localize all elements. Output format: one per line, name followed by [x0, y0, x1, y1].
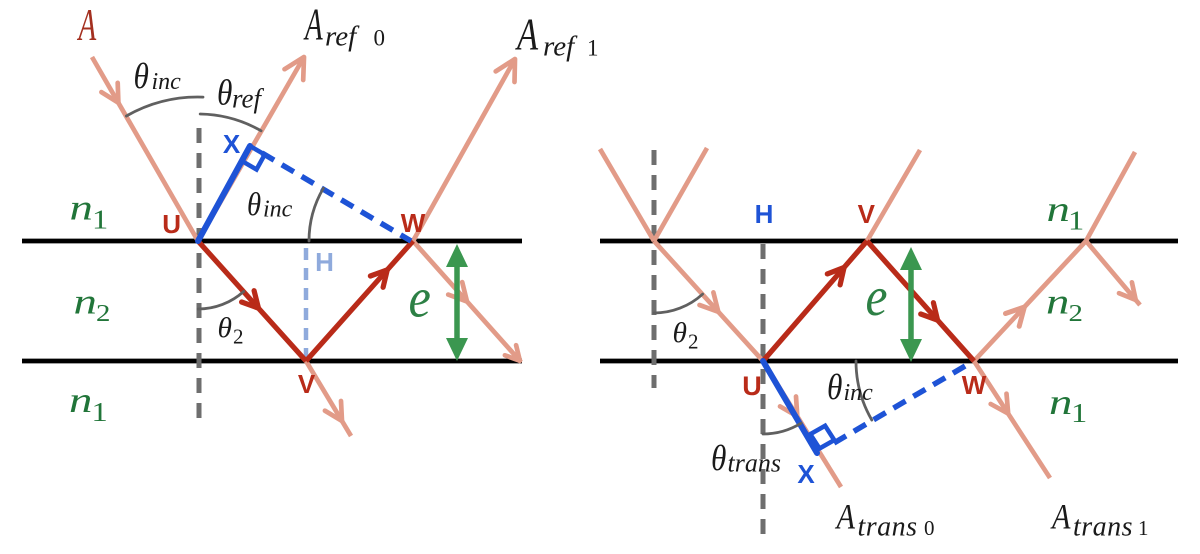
svg-text:θ: θ [134, 57, 149, 96]
svg-text:2: 2 [233, 325, 244, 349]
svg-text:n: n [1047, 190, 1070, 230]
svg-text:θ: θ [217, 74, 232, 113]
svg-text:U: U [162, 209, 181, 239]
svg-text:n: n [70, 188, 93, 228]
svg-text:A: A [835, 497, 856, 537]
svg-text:trans: trans [728, 449, 781, 478]
svg-text:inc: inc [263, 197, 293, 223]
svg-text:e: e [409, 267, 431, 329]
svg-text:θ: θ [827, 368, 842, 407]
svg-text:0: 0 [924, 516, 935, 540]
svg-text:θ: θ [711, 439, 726, 478]
svg-text:1: 1 [587, 36, 599, 61]
svg-text:H: H [315, 247, 334, 277]
svg-text:θ: θ [218, 313, 232, 344]
svg-text:2: 2 [1069, 299, 1083, 326]
svg-text:trans: trans [858, 512, 918, 543]
svg-text:1: 1 [1071, 398, 1087, 428]
svg-text:0: 0 [374, 26, 386, 51]
svg-text:2: 2 [688, 330, 699, 354]
svg-text:ref: ref [543, 31, 578, 63]
svg-text:V: V [858, 199, 876, 229]
svg-text:n: n [1046, 282, 1069, 322]
svg-text:W: W [962, 370, 987, 400]
svg-text:n: n [74, 282, 97, 322]
svg-text:n: n [1049, 383, 1072, 423]
svg-text:1: 1 [92, 397, 108, 427]
svg-text:ref: ref [325, 21, 360, 53]
svg-text:X: X [223, 129, 241, 159]
svg-text:n: n [69, 381, 92, 421]
svg-text:V: V [298, 369, 316, 399]
svg-text:inc: inc [844, 380, 874, 406]
svg-text:H: H [755, 199, 774, 229]
svg-text:θ: θ [247, 185, 261, 222]
svg-text:inc: inc [152, 69, 182, 95]
svg-text:1: 1 [1138, 516, 1149, 540]
svg-text:A: A [1050, 497, 1071, 537]
svg-text:A: A [76, 1, 96, 51]
svg-text:A: A [514, 9, 538, 60]
svg-text:e: e [866, 267, 888, 328]
svg-text:1: 1 [92, 205, 108, 235]
svg-text:W: W [401, 208, 426, 238]
svg-text:A: A [303, 0, 323, 50]
svg-text:2: 2 [96, 299, 110, 326]
svg-text:trans: trans [1073, 512, 1133, 543]
svg-text:ref: ref [232, 84, 264, 114]
svg-text:θ: θ [673, 318, 687, 349]
svg-text:X: X [797, 459, 815, 489]
svg-text:1: 1 [1068, 206, 1084, 236]
svg-text:U: U [742, 371, 762, 401]
